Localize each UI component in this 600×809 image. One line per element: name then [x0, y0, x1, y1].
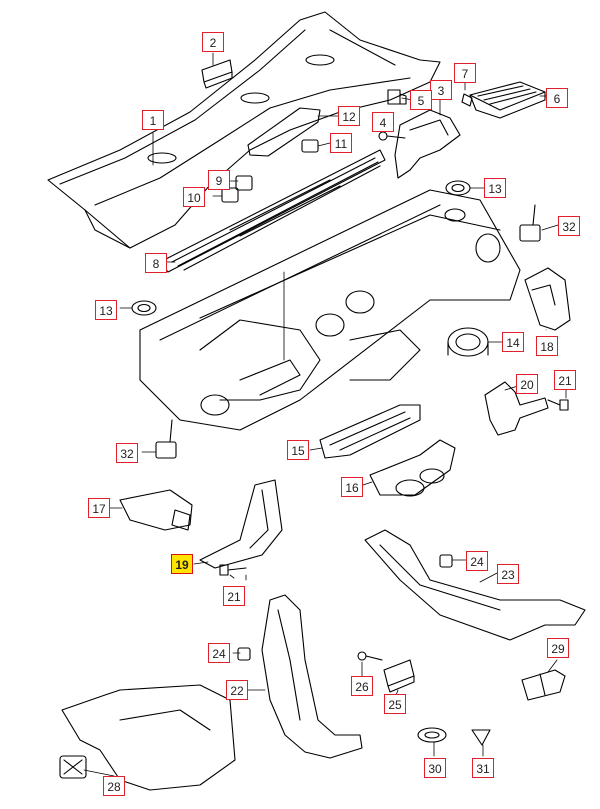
callout-10[interactable]: 10 [183, 187, 205, 207]
part-9-10-clips [221, 175, 253, 203]
callout-24-right[interactable]: 24 [466, 551, 488, 571]
callout-7[interactable]: 7 [454, 63, 476, 83]
dashboard-body [139, 189, 521, 431]
callout-11[interactable]: 11 [330, 133, 352, 153]
callout-14[interactable]: 14 [502, 332, 524, 352]
callout-21-right[interactable]: 21 [554, 370, 576, 390]
callout-12[interactable]: 12 [338, 106, 360, 126]
callout-13-left[interactable]: 13 [95, 300, 117, 320]
part-28-floor-vent [59, 684, 236, 791]
part-8-grille [159, 149, 386, 273]
callout-20[interactable]: 20 [516, 374, 538, 394]
part-16-vent-housing [369, 439, 456, 497]
callout-29[interactable]: 29 [547, 638, 569, 658]
callout-18[interactable]: 18 [536, 336, 558, 356]
callout-32-right[interactable]: 32 [558, 216, 580, 236]
callout-19[interactable]: 19 [171, 554, 193, 574]
callout-1[interactable]: 1 [142, 110, 164, 130]
part-20-bracket [484, 381, 549, 436]
part-25-switch [383, 659, 415, 693]
callout-32-left[interactable]: 32 [116, 443, 138, 463]
part-24-clips [237, 554, 453, 661]
part-18-side-duct [524, 267, 571, 331]
part-7-clip [461, 93, 473, 107]
callout-5[interactable]: 5 [410, 90, 432, 110]
callout-24-left[interactable]: 24 [208, 643, 230, 663]
callout-28[interactable]: 28 [103, 776, 125, 796]
callout-25[interactable]: 25 [384, 694, 406, 714]
callout-8[interactable]: 8 [145, 253, 167, 273]
callout-6[interactable]: 6 [546, 88, 568, 108]
part-32-sensors [155, 204, 541, 459]
callout-23[interactable]: 23 [497, 564, 519, 584]
callout-9[interactable]: 9 [208, 170, 230, 190]
callout-13-top[interactable]: 13 [484, 178, 506, 198]
callout-30[interactable]: 30 [424, 758, 446, 778]
part-30-plug [417, 727, 447, 743]
part-11-clip [301, 139, 319, 153]
callout-4[interactable]: 4 [372, 112, 394, 132]
callout-21-left[interactable]: 21 [223, 586, 245, 606]
callout-26[interactable]: 26 [351, 676, 373, 696]
part-12-strip [247, 107, 321, 157]
part-14-round-vent [447, 327, 489, 357]
part-21-screws [219, 399, 569, 576]
part-23-duct [364, 529, 586, 641]
callout-22[interactable]: 22 [226, 680, 248, 700]
part-19-duct [199, 479, 283, 569]
part-5-clip [387, 89, 407, 105]
callout-2[interactable]: 2 [202, 32, 224, 52]
part-15-air-duct [319, 404, 421, 459]
part-26-clip [357, 651, 383, 661]
callout-15[interactable]: 15 [287, 440, 309, 460]
callout-3[interactable]: 3 [430, 80, 452, 100]
part-17-side-vent [119, 489, 193, 531]
part-6-vent-grille [469, 81, 546, 119]
part-29-pads [521, 669, 566, 701]
callout-17[interactable]: 17 [88, 498, 110, 518]
callout-16[interactable]: 16 [341, 477, 363, 497]
part-22-long-duct [261, 594, 363, 759]
part-31-plug [471, 729, 491, 746]
part-2-clip [201, 59, 233, 89]
callout-31[interactable]: 31 [472, 758, 494, 778]
